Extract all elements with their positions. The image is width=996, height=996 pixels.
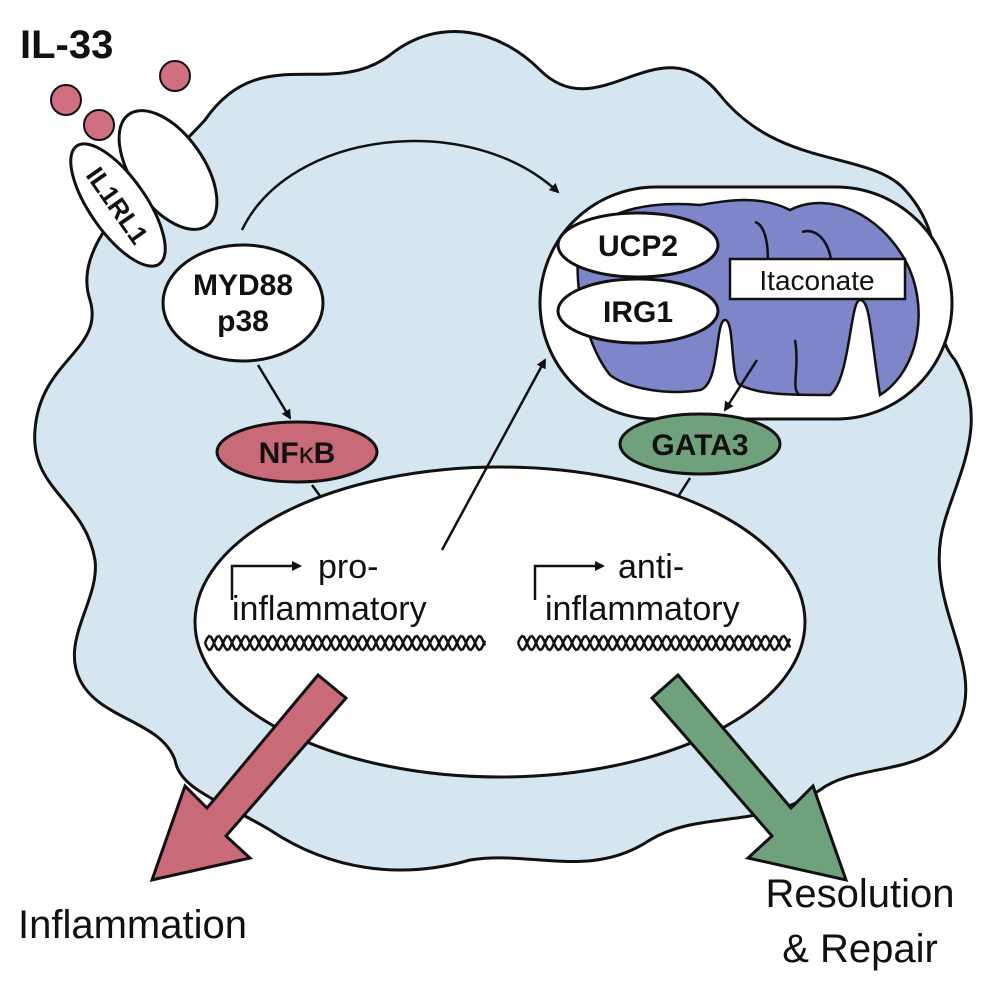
il33-ligand-dot [50,84,82,116]
itaconate-label: Itaconate [759,265,874,296]
anti-inflammatory-label: inflammatory [545,590,740,628]
arrow-nucleus-to-mitochondrion [440,358,547,551]
repair-label: & Repair [782,927,938,971]
resolution-label: Resolution [765,872,954,916]
arrow-myd88-to-mitochondrion [240,139,560,231]
myd88-p38-complex [161,243,325,363]
pro-transcription-start-arrow [230,561,302,600]
irg1-label: IRG1 [603,296,673,329]
pro-inflammatory-dna-strand [203,634,487,652]
p38-label: p38 [217,305,269,338]
anti-transcription-start-arrow [533,561,605,600]
il33-label: IL-33 [20,23,113,67]
anti-label: anti- [618,548,684,586]
il33-ligand-dot [83,109,115,141]
nfkb-label: NFκB [259,437,336,470]
pro-label: pro- [318,548,378,586]
irg1-protein [556,277,720,345]
resolution-arrow [649,672,849,883]
pro-inflammatory-label: inflammatory [232,590,427,628]
anti-inflammatory-dna-strand [516,634,792,652]
ucp2-protein [556,211,720,279]
itaconate-box [728,257,907,301]
ucp2-label: UCP2 [598,230,678,263]
inflammation-label: Inflammation [18,903,247,947]
arrow-myd88-to-nfkb [256,364,292,420]
il33-ligand-dot [159,60,191,92]
myd88-label: MYD88 [193,269,293,302]
gata3-factor [618,412,782,476]
nfkb-factor [215,420,379,484]
gata3-label: GATA3 [651,429,748,462]
inflammation-arrow [149,672,349,883]
il1rl1-receptor [69,142,167,268]
arrow-mitochondrion-to-gata3 [723,359,759,412]
